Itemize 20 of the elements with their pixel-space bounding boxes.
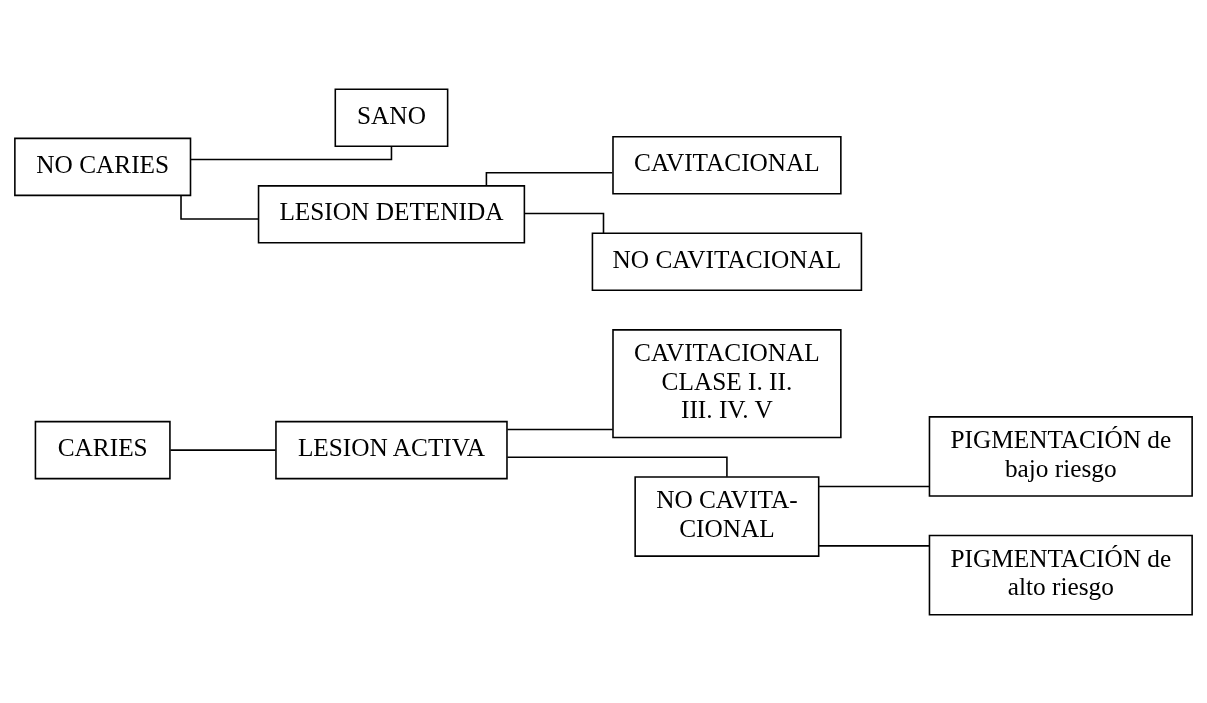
node-box: LESION ACTIVA [275, 420, 508, 479]
connector [818, 544, 930, 547]
connector [818, 485, 930, 487]
connector [506, 428, 614, 430]
node-box: CARIES [34, 420, 171, 479]
connector [523, 212, 605, 234]
connector [506, 455, 728, 477]
node-box: NO CARIES [14, 137, 192, 196]
node-box: LESION DETENIDA [257, 184, 526, 244]
connector [190, 145, 393, 160]
connector [485, 171, 614, 187]
node-box: NO CAVITA- CIONAL [634, 475, 820, 557]
connector [169, 448, 277, 451]
node-box: CAVITACIONAL [612, 135, 842, 195]
node-box: CAVITACIONAL CLASE I. II. III. IV. V [612, 328, 842, 438]
node-box: NO CAVITACIONAL [591, 232, 863, 291]
node-box: PIGMENTACIÓN de alto riesgo [928, 534, 1193, 615]
connector [180, 194, 259, 220]
node-box: SANO [334, 88, 449, 147]
node-box: PIGMENTACIÓN de bajo riesgo [928, 415, 1193, 497]
